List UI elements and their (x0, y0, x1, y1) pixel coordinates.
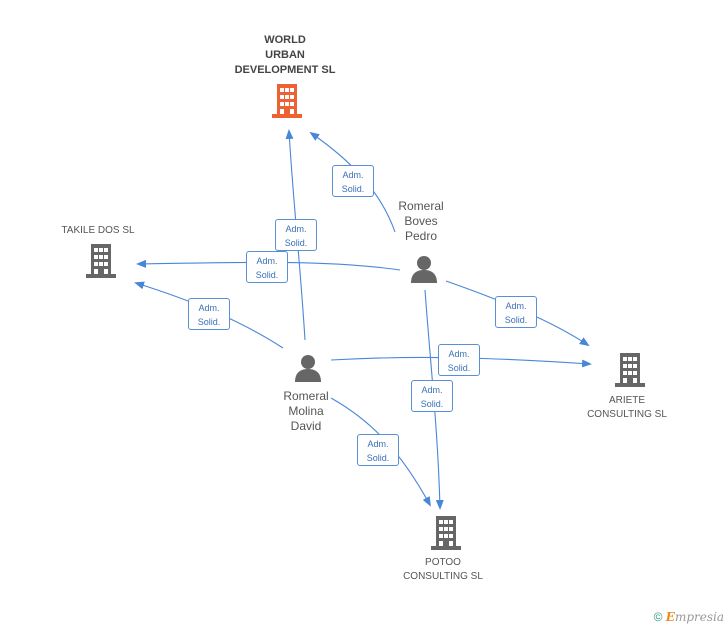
potoo-consulting-label[interactable]: POTOO CONSULTING SL (403, 557, 483, 582)
ariete-consulting-label[interactable]: ARIETE CONSULTING SL (587, 395, 667, 420)
edge-label-david-world[interactable]: Adm. Solid. (275, 219, 317, 251)
edge-label-pedro-potoo[interactable]: Adm. Solid. (411, 380, 453, 412)
takile-dos-label[interactable]: TAKILE DOS SL (61, 225, 135, 236)
romeral-boves-pedro-person-icon[interactable] (410, 255, 438, 288)
edge-label-david-takile[interactable]: Adm. Solid. (188, 298, 230, 330)
edge-label-david-ariete[interactable]: Adm. Solid. (438, 344, 480, 376)
empresia-watermark: © Empresia (654, 610, 724, 624)
takile-dos-building-icon[interactable] (86, 244, 116, 283)
ariete-consulting-building-icon[interactable] (615, 353, 645, 392)
edge-label-david-potoo[interactable]: Adm. Solid. (357, 434, 399, 466)
world-urban-development-label[interactable]: WORLD URBAN DEVELOPMENT SL (234, 34, 336, 76)
romeral-boves-pedro-label[interactable]: Romeral Boves Pedro (398, 199, 444, 243)
edge-label-pedro-takile[interactable]: Adm. Solid. (246, 251, 288, 283)
copyright-symbol: © (653, 610, 663, 624)
edge-label-pedro-world[interactable]: Adm. Solid. (332, 165, 374, 197)
romeral-molina-david-person-icon[interactable] (294, 354, 322, 387)
world-urban-development-building-icon[interactable] (272, 84, 302, 123)
edge-label-pedro-ariete[interactable]: Adm. Solid. (495, 296, 537, 328)
romeral-molina-david-label[interactable]: Romeral Molina David (283, 389, 329, 433)
potoo-consulting-building-icon[interactable] (431, 516, 461, 555)
empresia-logo: Empresia (665, 610, 724, 624)
